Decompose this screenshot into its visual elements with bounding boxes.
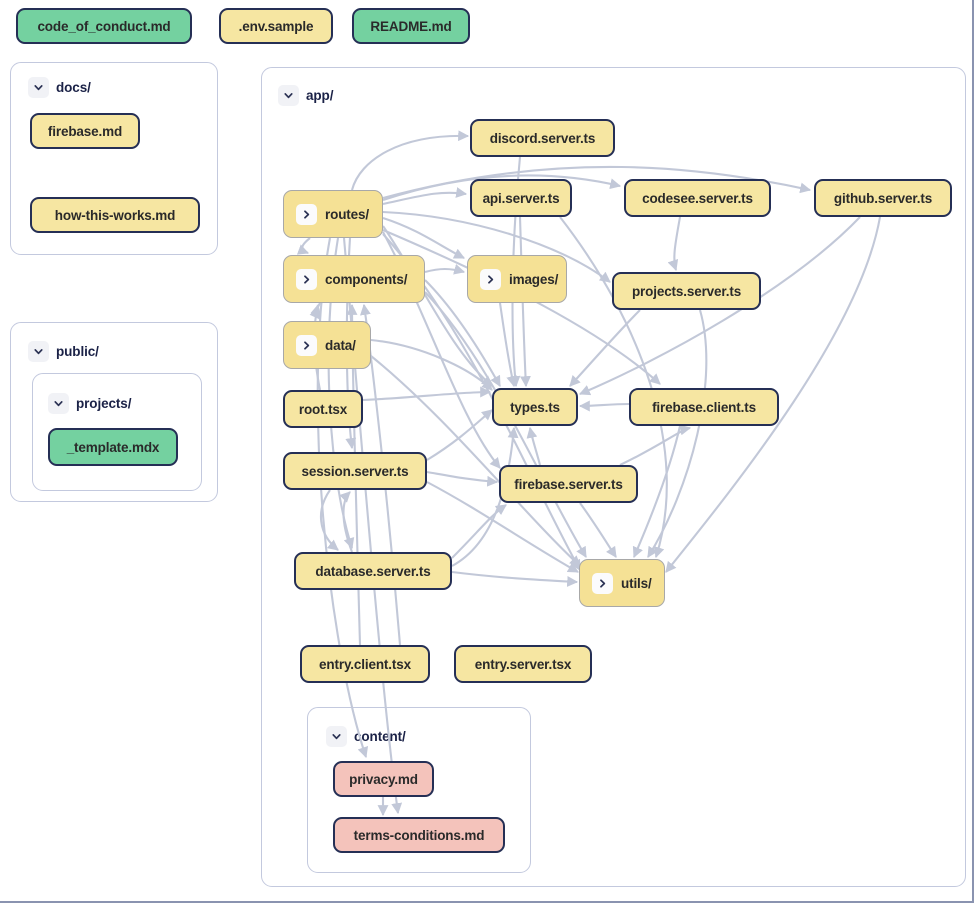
- node-label: .env.sample: [238, 18, 314, 34]
- node-label: discord.server.ts: [489, 130, 596, 146]
- node-utils-folder[interactable]: utils/: [579, 559, 665, 607]
- chevron-right-icon[interactable]: [296, 334, 317, 356]
- node-label: images/: [509, 271, 559, 287]
- panel-header-public[interactable]: public/: [28, 341, 99, 362]
- node-label: projects.server.ts: [631, 283, 742, 299]
- chevron-right-icon[interactable]: [296, 268, 317, 290]
- node-label: utils/: [621, 575, 652, 591]
- node-label: terms-conditions.md: [353, 827, 485, 843]
- node-code-of-conduct-md[interactable]: code_of_conduct.md: [16, 8, 192, 44]
- node-components-folder[interactable]: components/: [283, 255, 425, 303]
- panel-label: content/: [354, 729, 406, 744]
- chevron-right-icon[interactable]: [592, 572, 613, 594]
- node-root-tsx[interactable]: root.tsx: [283, 390, 363, 428]
- node-firebase-server-ts[interactable]: firebase.server.ts: [499, 465, 638, 503]
- node-routes-folder[interactable]: routes/: [283, 190, 383, 238]
- node-label: firebase.server.ts: [514, 476, 623, 492]
- chevron-down-icon[interactable]: [326, 726, 347, 747]
- panel-label: app/: [306, 88, 334, 103]
- node-readme-md[interactable]: README.md: [352, 8, 470, 44]
- node-label: codesee.server.ts: [642, 190, 753, 206]
- node-codesee-server-ts[interactable]: codesee.server.ts: [624, 179, 771, 217]
- panel-header-projects[interactable]: projects/: [48, 393, 131, 414]
- node-template-mdx[interactable]: _template.mdx: [48, 428, 178, 466]
- node-projects-server-ts[interactable]: projects.server.ts: [612, 272, 761, 310]
- chevron-down-icon[interactable]: [28, 341, 49, 362]
- node-firebase-md[interactable]: firebase.md: [30, 113, 140, 149]
- chevron-right-icon[interactable]: [480, 268, 501, 290]
- node-github-server-ts[interactable]: github.server.ts: [814, 179, 952, 217]
- node-label: root.tsx: [298, 401, 348, 417]
- node-label: api.server.ts: [482, 190, 560, 206]
- node-label: privacy.md: [349, 771, 418, 787]
- panel-header-docs[interactable]: docs/: [28, 77, 91, 98]
- panel-label: public/: [56, 344, 99, 359]
- node-label: firebase.client.ts: [652, 399, 756, 415]
- panel-header-app[interactable]: app/: [278, 85, 333, 106]
- node-label: README.md: [370, 18, 452, 34]
- node-privacy-md[interactable]: privacy.md: [333, 761, 434, 797]
- panel-header-content[interactable]: content/: [326, 726, 406, 747]
- node-images-folder[interactable]: images/: [467, 255, 567, 303]
- node-session-server-ts[interactable]: session.server.ts: [283, 452, 427, 490]
- node-label: entry.server.tsx: [474, 656, 572, 672]
- node-label: entry.client.tsx: [319, 656, 411, 672]
- node-label: _template.mdx: [66, 439, 160, 455]
- node-label: routes/: [325, 206, 369, 222]
- node-label: database.server.ts: [315, 563, 431, 579]
- chevron-down-icon[interactable]: [28, 77, 49, 98]
- node--env-sample[interactable]: .env.sample: [219, 8, 333, 44]
- node-data-folder[interactable]: data/: [283, 321, 371, 369]
- node-how-this-works-md[interactable]: how-this-works.md: [30, 197, 200, 233]
- node-discord-server-ts[interactable]: discord.server.ts: [470, 119, 615, 157]
- node-label: types.ts: [510, 399, 560, 415]
- node-entry-server-tsx[interactable]: entry.server.tsx: [454, 645, 592, 683]
- node-label: code_of_conduct.md: [37, 18, 171, 34]
- node-types-ts[interactable]: types.ts: [492, 388, 578, 426]
- panel-label: docs/: [56, 80, 91, 95]
- node-label: firebase.md: [47, 123, 123, 139]
- node-label: data/: [325, 337, 356, 353]
- node-api-server-ts[interactable]: api.server.ts: [470, 179, 572, 217]
- node-terms-conditions-md[interactable]: terms-conditions.md: [333, 817, 505, 853]
- node-database-server-ts[interactable]: database.server.ts: [294, 552, 452, 590]
- node-label: components/: [325, 271, 408, 287]
- chevron-down-icon[interactable]: [48, 393, 69, 414]
- panel-label: projects/: [76, 396, 132, 411]
- chevron-right-icon[interactable]: [296, 203, 317, 225]
- node-label: how-this-works.md: [54, 207, 176, 223]
- node-label: github.server.ts: [833, 190, 933, 206]
- node-entry-client-tsx[interactable]: entry.client.tsx: [300, 645, 430, 683]
- chevron-down-icon[interactable]: [278, 85, 299, 106]
- node-firebase-client-ts[interactable]: firebase.client.ts: [629, 388, 779, 426]
- node-label: session.server.ts: [301, 463, 409, 479]
